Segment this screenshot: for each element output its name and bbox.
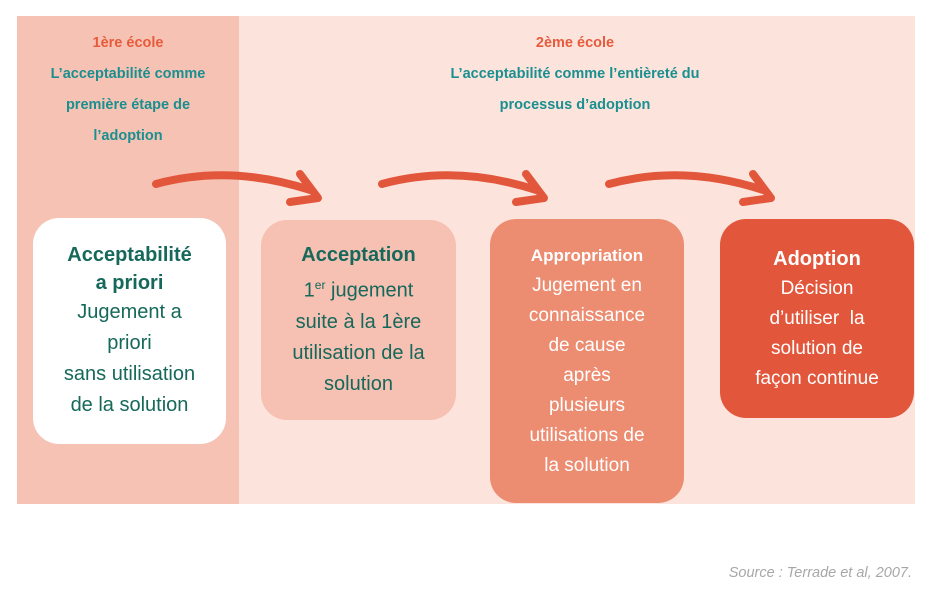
ordinal-number: 1 [303, 279, 315, 302]
stage-name: Acceptation [301, 244, 416, 267]
stage-body-line: 1er jugement [304, 270, 414, 307]
stage-body-line: de la solution [70, 394, 189, 416]
stage-body-line: priori [107, 332, 152, 354]
stage-body-line: Jugement a [77, 301, 182, 323]
stage-body-line: solution de [771, 337, 863, 359]
stage-body-line: façon continue [755, 367, 879, 389]
stage-name: Acceptabilité [67, 244, 192, 266]
stage-body-line: Décision [780, 277, 854, 299]
stage-body-line: après [563, 365, 611, 386]
first-school-desc-line: première étape de [65, 97, 191, 113]
stage-card-acceptation: Acceptation 1er jugement suite à la 1ère… [261, 220, 456, 420]
second-school-heading: 2ème école L’acceptabilité comme l’entiè… [395, 28, 755, 121]
ordinal-superscript: er [314, 278, 326, 293]
stage-body-line: suite à la 1ère [295, 310, 422, 333]
stage-body-line: solution [324, 372, 393, 395]
second-school-title: 2ème école [535, 35, 615, 51]
stage-name: Adoption [773, 247, 861, 270]
ordinal-rest: jugement [325, 279, 414, 302]
stage-body-line: de cause [548, 335, 626, 356]
stage-card-appropriation: Appropriation Jugement en connaissance d… [490, 219, 684, 503]
curved-arrow-icon [378, 170, 548, 206]
first-school-desc-line: l’adoption [93, 128, 163, 144]
stage-body-line: d’utiliser la [769, 307, 865, 329]
stage-body-line: Jugement en [532, 275, 642, 296]
stage-name: a priori [95, 272, 164, 294]
first-school-title: 1ère école [92, 35, 164, 51]
stage-body-line: sans utilisation [63, 363, 196, 385]
stage-body-line: la solution [544, 455, 630, 476]
stage-body-line: plusieurs [548, 395, 626, 416]
curved-arrow-icon [605, 170, 775, 206]
stage-body-line: utilisations de [529, 425, 645, 446]
second-school-desc-line: processus d’adoption [499, 97, 651, 113]
first-school-heading: 1ère école L’acceptabilité comme premièr… [22, 28, 234, 152]
stage-body-line: utilisation de la [292, 341, 425, 364]
curved-arrow-icon [152, 170, 322, 206]
second-school-desc-line: L’acceptabilité comme l’entièreté du [450, 66, 700, 82]
stage-name: Appropriation [530, 246, 644, 265]
stage-card-adoption: Adoption Décision d’utiliser la solution… [720, 219, 914, 418]
source-citation: Source : Terrade et al, 2007. [728, 565, 912, 581]
stage-card-acceptabilite: Acceptabilité a priori Jugement a priori… [33, 218, 226, 444]
stage-body-line: connaissance [528, 305, 646, 326]
first-school-desc-line: L’acceptabilité comme [50, 66, 206, 82]
